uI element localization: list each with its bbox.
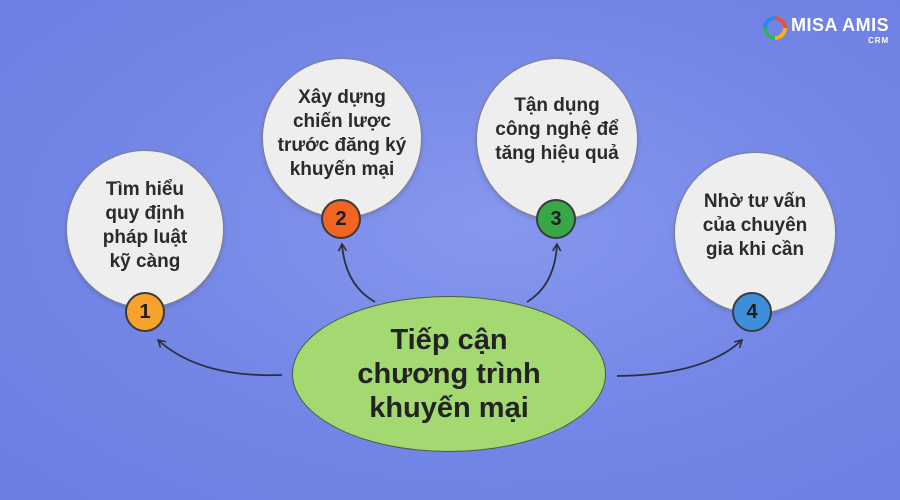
step-2-badge: 2 [321, 199, 361, 239]
step-4-number: 4 [746, 300, 758, 323]
step-1-circle: Tìm hiểu quy định pháp luật kỹ càng [66, 150, 224, 308]
step-3-badge: 3 [536, 199, 576, 239]
logo-sub: CRM [867, 36, 890, 45]
step-2-number: 2 [335, 207, 347, 230]
arrow-to-step-2 [337, 242, 376, 303]
step-1-text: Tìm hiểu quy định pháp luật kỹ càng [102, 179, 188, 272]
step-4-text: Nhờ tư vấn của chuyên gia khi cần [702, 191, 808, 260]
arrow-to-step-1 [156, 338, 283, 377]
step-4-circle: Nhờ tư vấn của chuyên gia khi cần [674, 152, 836, 314]
step-1-number: 1 [139, 300, 151, 323]
arrow-to-step-3 [526, 242, 562, 303]
arrow-to-step-4 [616, 338, 744, 377]
step-2-circle: Xây dựng chiến lược trước đăng ký khuyến… [262, 58, 422, 218]
step-4-badge: 4 [732, 292, 772, 332]
step-1-badge: 1 [125, 292, 165, 332]
center-topic-text: Tiếp cận chương trình khuyến mại [357, 324, 541, 424]
step-3-circle: Tận dụng công nghệ để tăng hiệu quả [476, 58, 638, 220]
brand-logo: MISA AMIS CRM [763, 14, 889, 54]
center-topic: Tiếp cận chương trình khuyến mại [292, 296, 606, 452]
misa-logo-icon [763, 16, 787, 40]
logo-name: MISA AMIS [791, 15, 890, 35]
step-3-text: Tận dụng công nghệ để tăng hiệu quả [495, 95, 619, 164]
step-3-number: 3 [550, 207, 562, 230]
step-2-text: Xây dựng chiến lược trước đăng ký khuyến… [277, 87, 407, 180]
